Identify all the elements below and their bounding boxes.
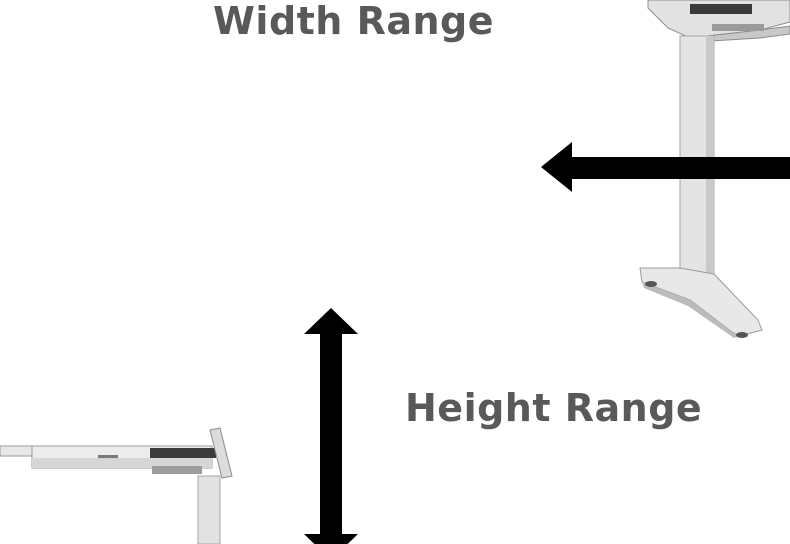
height-arrow — [304, 308, 358, 544]
width-arrow — [541, 142, 790, 192]
mounting-pad — [150, 448, 216, 458]
width-range-label: Width Range — [213, 0, 495, 43]
desk-leg-left — [197, 475, 221, 544]
desk-frame-bottom-left — [0, 427, 233, 544]
height-range-label: Height Range — [405, 386, 703, 430]
mounting-pad — [690, 4, 752, 14]
desk-foot-right — [639, 267, 763, 337]
